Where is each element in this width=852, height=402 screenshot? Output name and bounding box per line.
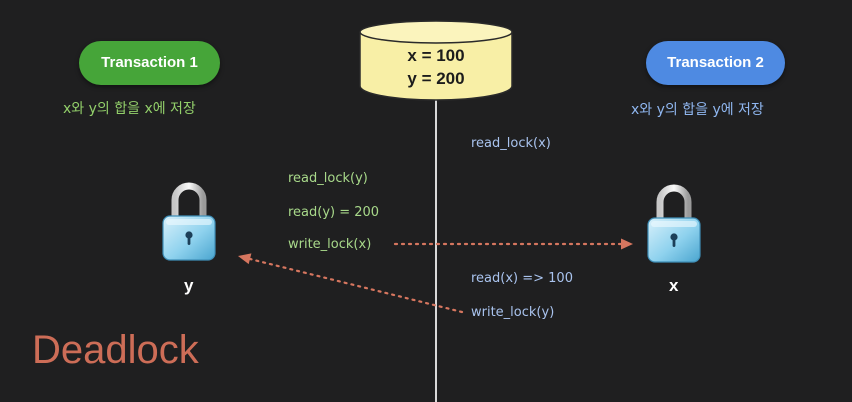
arrow-head-lock-y xyxy=(238,253,252,265)
t1-write-lock-x: write_lock(x) xyxy=(288,237,372,252)
t2-write-lock-y: write_lock(y) xyxy=(471,305,555,320)
t2-read-lock-x: read_lock(x) xyxy=(471,136,551,151)
database-cylinder-icon xyxy=(359,20,513,101)
arrow-head-lock-x xyxy=(621,238,633,250)
t2-read-x: read(x) => 100 xyxy=(471,271,573,286)
t1-read-lock-y: read_lock(y) xyxy=(288,171,368,186)
deadlock-title: Deadlock xyxy=(32,328,199,372)
database-value-x: x = 100 xyxy=(407,46,465,65)
arrow-t2-to-lock-y xyxy=(248,257,464,314)
transaction-1-badge: Transaction 1 xyxy=(79,41,220,85)
transaction-1-caption: x와 y의 합을 x에 저장 xyxy=(63,101,196,117)
transaction-2-badge: Transaction 2 xyxy=(646,41,785,85)
padlock-icon-y xyxy=(162,182,216,261)
database-value-y: y = 200 xyxy=(407,69,465,88)
t1-read-y: read(y) = 200 xyxy=(288,205,380,220)
lock-label-y: y xyxy=(184,276,194,295)
lock-label-x: x xyxy=(669,276,679,295)
padlock-icon-x xyxy=(647,184,701,263)
transaction-2-caption: x와 y의 합을 y에 저장 xyxy=(631,102,764,118)
timeline-line xyxy=(435,96,437,402)
